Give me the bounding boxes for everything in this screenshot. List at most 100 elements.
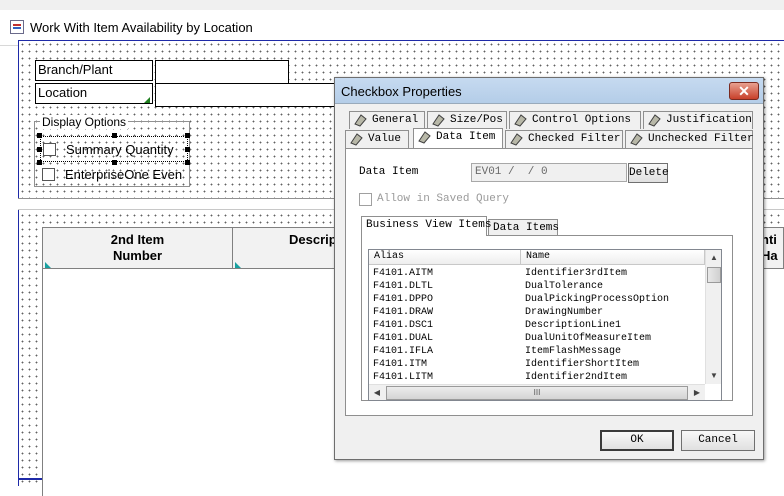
scroll-up-icon[interactable]: ▲ xyxy=(710,253,718,262)
list-header-text: Alias xyxy=(374,251,405,262)
scroll-right-icon[interactable]: ▶ xyxy=(693,388,701,397)
tab-label: General xyxy=(372,114,419,126)
tab-label: Value xyxy=(368,133,402,145)
selection-handle[interactable] xyxy=(112,133,117,138)
list-item-alias: F4101.DSC1 xyxy=(373,320,434,331)
tab-justification[interactable]: Justification xyxy=(643,111,753,129)
ok-label: OK xyxy=(630,434,644,446)
summary-quantity-text: Summary Quantity xyxy=(66,142,174,157)
list-item-alias: F4101.DLTL xyxy=(373,281,434,292)
vertical-scroll-thumb[interactable] xyxy=(707,267,721,283)
designer-title: Work With Item Availability by Location xyxy=(30,20,253,35)
branch-plant-input[interactable] xyxy=(155,60,289,84)
horizontal-scroll-thumb[interactable]: III xyxy=(386,386,688,400)
delete-button[interactable]: Delete xyxy=(628,163,669,183)
subtab-business-view-items[interactable]: Business View Items xyxy=(361,216,491,236)
tab-page-icon xyxy=(648,114,661,127)
close-icon: ✕ xyxy=(738,83,750,99)
subtab-label: Data Items xyxy=(493,222,560,234)
list-item-name: Identifier3rdItem xyxy=(525,268,628,279)
subtab-data-items[interactable]: Data Items xyxy=(488,219,560,237)
tab-page-icon xyxy=(514,114,527,127)
enterpriseone-text: EnterpriseOne Even xyxy=(65,167,183,182)
location-label[interactable]: Location xyxy=(35,83,153,104)
selection-handle[interactable] xyxy=(37,160,42,165)
data-item-label: Data Item xyxy=(359,166,419,178)
scroll-down-icon[interactable]: ▼ xyxy=(710,371,718,380)
selection-handle[interactable] xyxy=(37,133,42,138)
tab-page-icon xyxy=(354,114,367,127)
tab-label: Data Item xyxy=(436,131,496,143)
list-item-alias: F4101.LITM xyxy=(373,372,434,383)
list-header-name[interactable]: Name xyxy=(521,250,705,265)
grid-border-line xyxy=(18,478,42,480)
list-header-alias[interactable]: Alias xyxy=(369,250,521,265)
grid-column-on-hand[interactable]: nti Ha xyxy=(759,228,784,268)
list-item[interactable]: F4101.IFLA ItemFlashMessage xyxy=(369,345,705,358)
tab-data-item[interactable]: Data Item xyxy=(413,128,503,148)
tab-page-icon xyxy=(432,114,445,127)
cancel-button[interactable]: Cancel xyxy=(681,430,755,451)
field-marker xyxy=(144,97,150,103)
list-item-name: DescriptionLine1 xyxy=(525,320,622,331)
allow-saved-query-checkbox[interactable] xyxy=(359,193,372,206)
tab-label: Checked Filter xyxy=(528,133,621,145)
list-item[interactable]: F4101.DLTL DualTolerance xyxy=(369,280,705,293)
list-item-name: Identifier2ndItem xyxy=(525,372,628,383)
list-item-name: DualTolerance xyxy=(525,281,604,292)
tab-size-pos[interactable]: Size/Pos xyxy=(427,111,507,129)
scroll-left-icon[interactable]: ◀ xyxy=(373,388,381,397)
list-item-alias: F4101.IFLA xyxy=(373,346,434,357)
list-item[interactable]: F4101.LITM Identifier2ndItem xyxy=(369,371,705,384)
selection-handle[interactable] xyxy=(185,133,190,138)
tab-label: Justification xyxy=(666,114,752,126)
grid-column-text: Number xyxy=(112,248,163,263)
enterpriseone-checkbox[interactable]: EnterpriseOne Even xyxy=(40,164,188,186)
form-icon xyxy=(10,20,24,34)
list-item[interactable]: F4101.DSC1 DescriptionLine1 xyxy=(369,319,705,332)
tab-label: Control Options xyxy=(532,114,632,126)
tab-page-icon xyxy=(630,133,643,146)
grid-column-text: 2nd Item xyxy=(110,232,165,247)
data-item-field[interactable]: EV01 / / 0 xyxy=(471,163,627,182)
grid-column-2nd-item[interactable]: 2nd Item Number xyxy=(43,228,233,268)
list-vertical-scrollbar[interactable]: ▲ ▼ xyxy=(705,250,721,384)
selection-handle[interactable] xyxy=(185,160,190,165)
list-item-alias: F4101.DUAL xyxy=(373,333,434,344)
grid-column-text: Descrip xyxy=(289,232,337,247)
close-button[interactable]: ✕ xyxy=(729,82,759,100)
tab-value[interactable]: Value xyxy=(345,130,409,148)
list-item-alias: F4101.DPPO xyxy=(373,294,434,305)
selection-handle[interactable] xyxy=(112,160,117,165)
dialog-title-bar[interactable]: Checkbox Properties xyxy=(335,78,763,104)
grid-column-description[interactable]: Descrip xyxy=(233,228,393,268)
selection-handle[interactable] xyxy=(185,147,190,152)
tab-general[interactable]: General xyxy=(349,111,425,129)
selection-handle[interactable] xyxy=(37,147,42,152)
checkbox-box[interactable] xyxy=(43,143,56,156)
list-item-alias: F4101.ITM xyxy=(373,359,428,370)
summary-quantity-checkbox[interactable]: Summary Quantity xyxy=(40,136,188,162)
list-item[interactable]: F4101.DPPO DualPickingProcessOption xyxy=(369,293,705,306)
allow-saved-query-label: Allow in Saved Query xyxy=(377,193,510,205)
tab-control-options[interactable]: Control Options xyxy=(509,111,641,129)
checkbox-box[interactable] xyxy=(42,168,55,181)
tab-page-icon xyxy=(510,133,523,146)
tab-page-icon xyxy=(418,131,431,144)
tab-unchecked-filter[interactable]: Unchecked Filter xyxy=(625,130,754,148)
branch-plant-label[interactable]: Branch/Plant xyxy=(35,60,153,81)
list-item-name: DualPickingProcessOption xyxy=(525,294,670,305)
column-marker xyxy=(235,262,241,268)
tab-checked-filter[interactable]: Checked Filter xyxy=(505,130,623,148)
ok-button[interactable]: OK xyxy=(600,430,674,451)
location-input[interactable] xyxy=(155,83,337,107)
list-item-alias: F4101.DRAW xyxy=(373,307,434,318)
list-item-name: ItemFlashMessage xyxy=(525,346,622,357)
list-horizontal-scrollbar[interactable]: ◀ III ▶ xyxy=(369,384,705,400)
column-marker xyxy=(45,262,51,268)
